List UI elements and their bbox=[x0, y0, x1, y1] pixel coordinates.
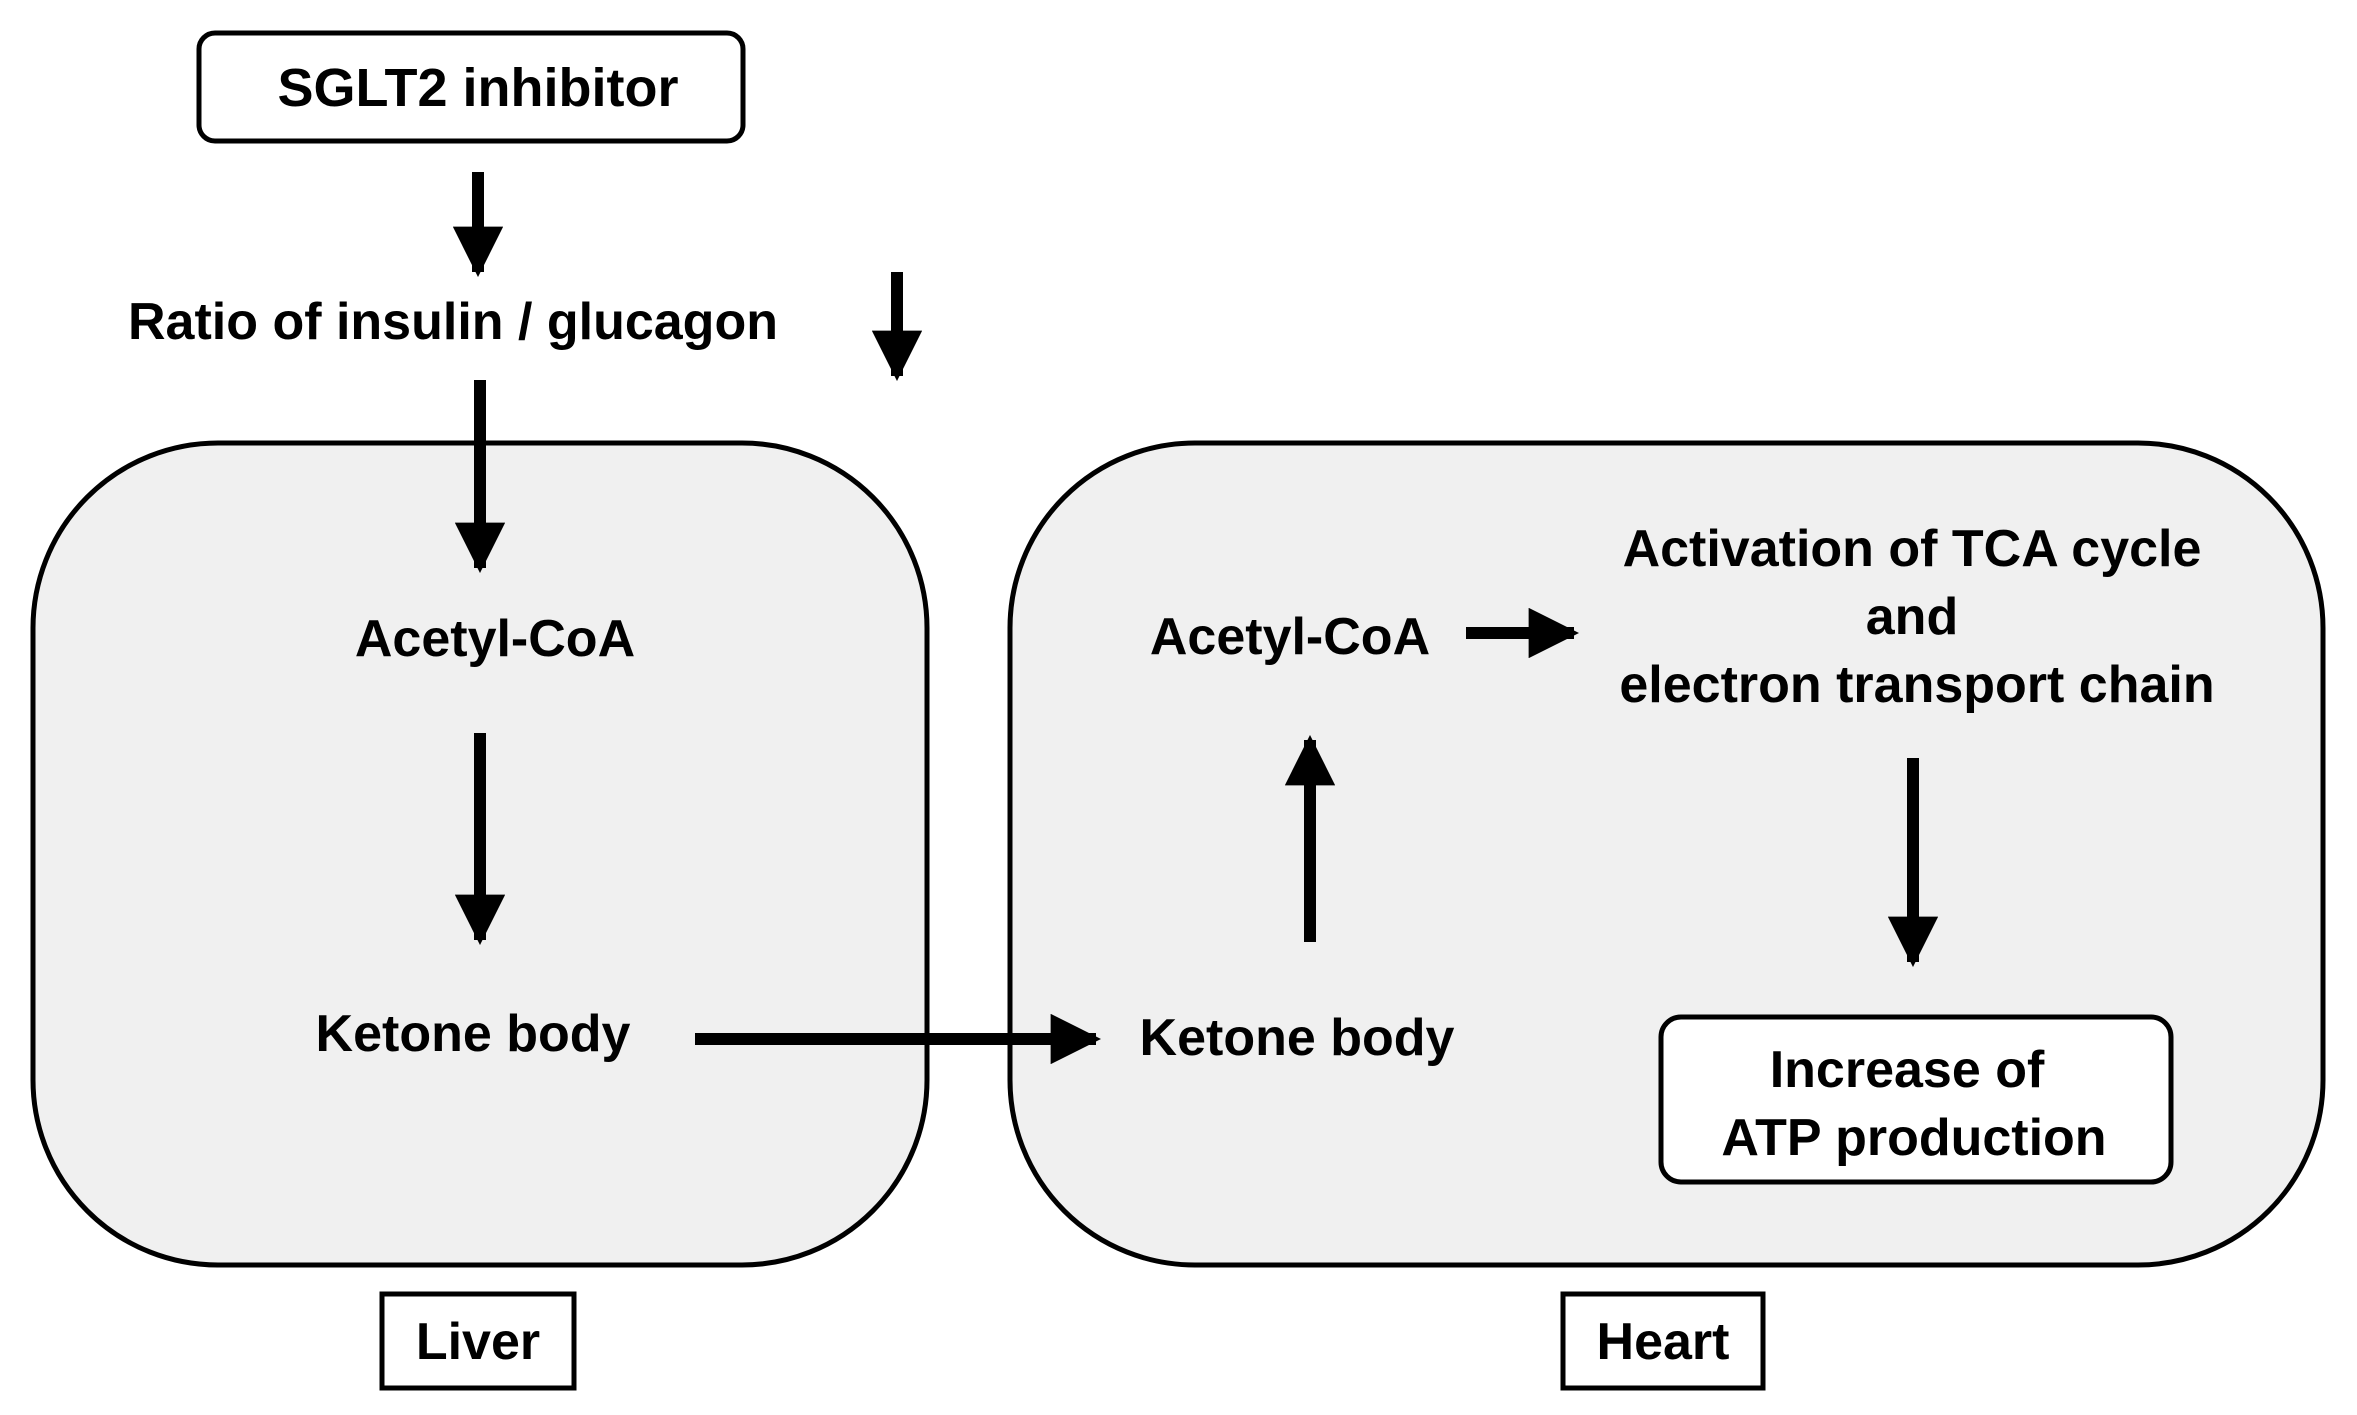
liver-ketone-body-label: Ketone body bbox=[316, 1005, 631, 1063]
atp-production-label: ATP production bbox=[1721, 1109, 2106, 1167]
heart-ketone-body-label: Ketone body bbox=[1140, 1009, 1455, 1067]
tca-activation-label: Activation of TCA cycle bbox=[1623, 520, 2202, 578]
tca-and-label: and bbox=[1866, 588, 1958, 646]
sglt2-inhibitor-box bbox=[196, 30, 746, 144]
sglt2-inhibitor-label: SGLT2 inhibitor bbox=[278, 58, 679, 118]
electron-transport-chain-label: electron transport chain bbox=[1619, 656, 2214, 714]
atp-production-box bbox=[1658, 1014, 2174, 1185]
heart-label: Heart bbox=[1597, 1313, 1730, 1371]
liver-acetyl-coa-label: Acetyl-CoA bbox=[355, 610, 635, 668]
atp-increase-label: Increase of bbox=[1770, 1041, 2045, 1099]
heart-acetyl-coa-label: Acetyl-CoA bbox=[1150, 608, 1430, 666]
liver-label: Liver bbox=[416, 1313, 540, 1371]
heart-label-box bbox=[1560, 1291, 1766, 1391]
liver-label-box bbox=[379, 1291, 577, 1391]
insulin-glucagon-ratio-label: Ratio of insulin / glucagon bbox=[128, 293, 778, 351]
